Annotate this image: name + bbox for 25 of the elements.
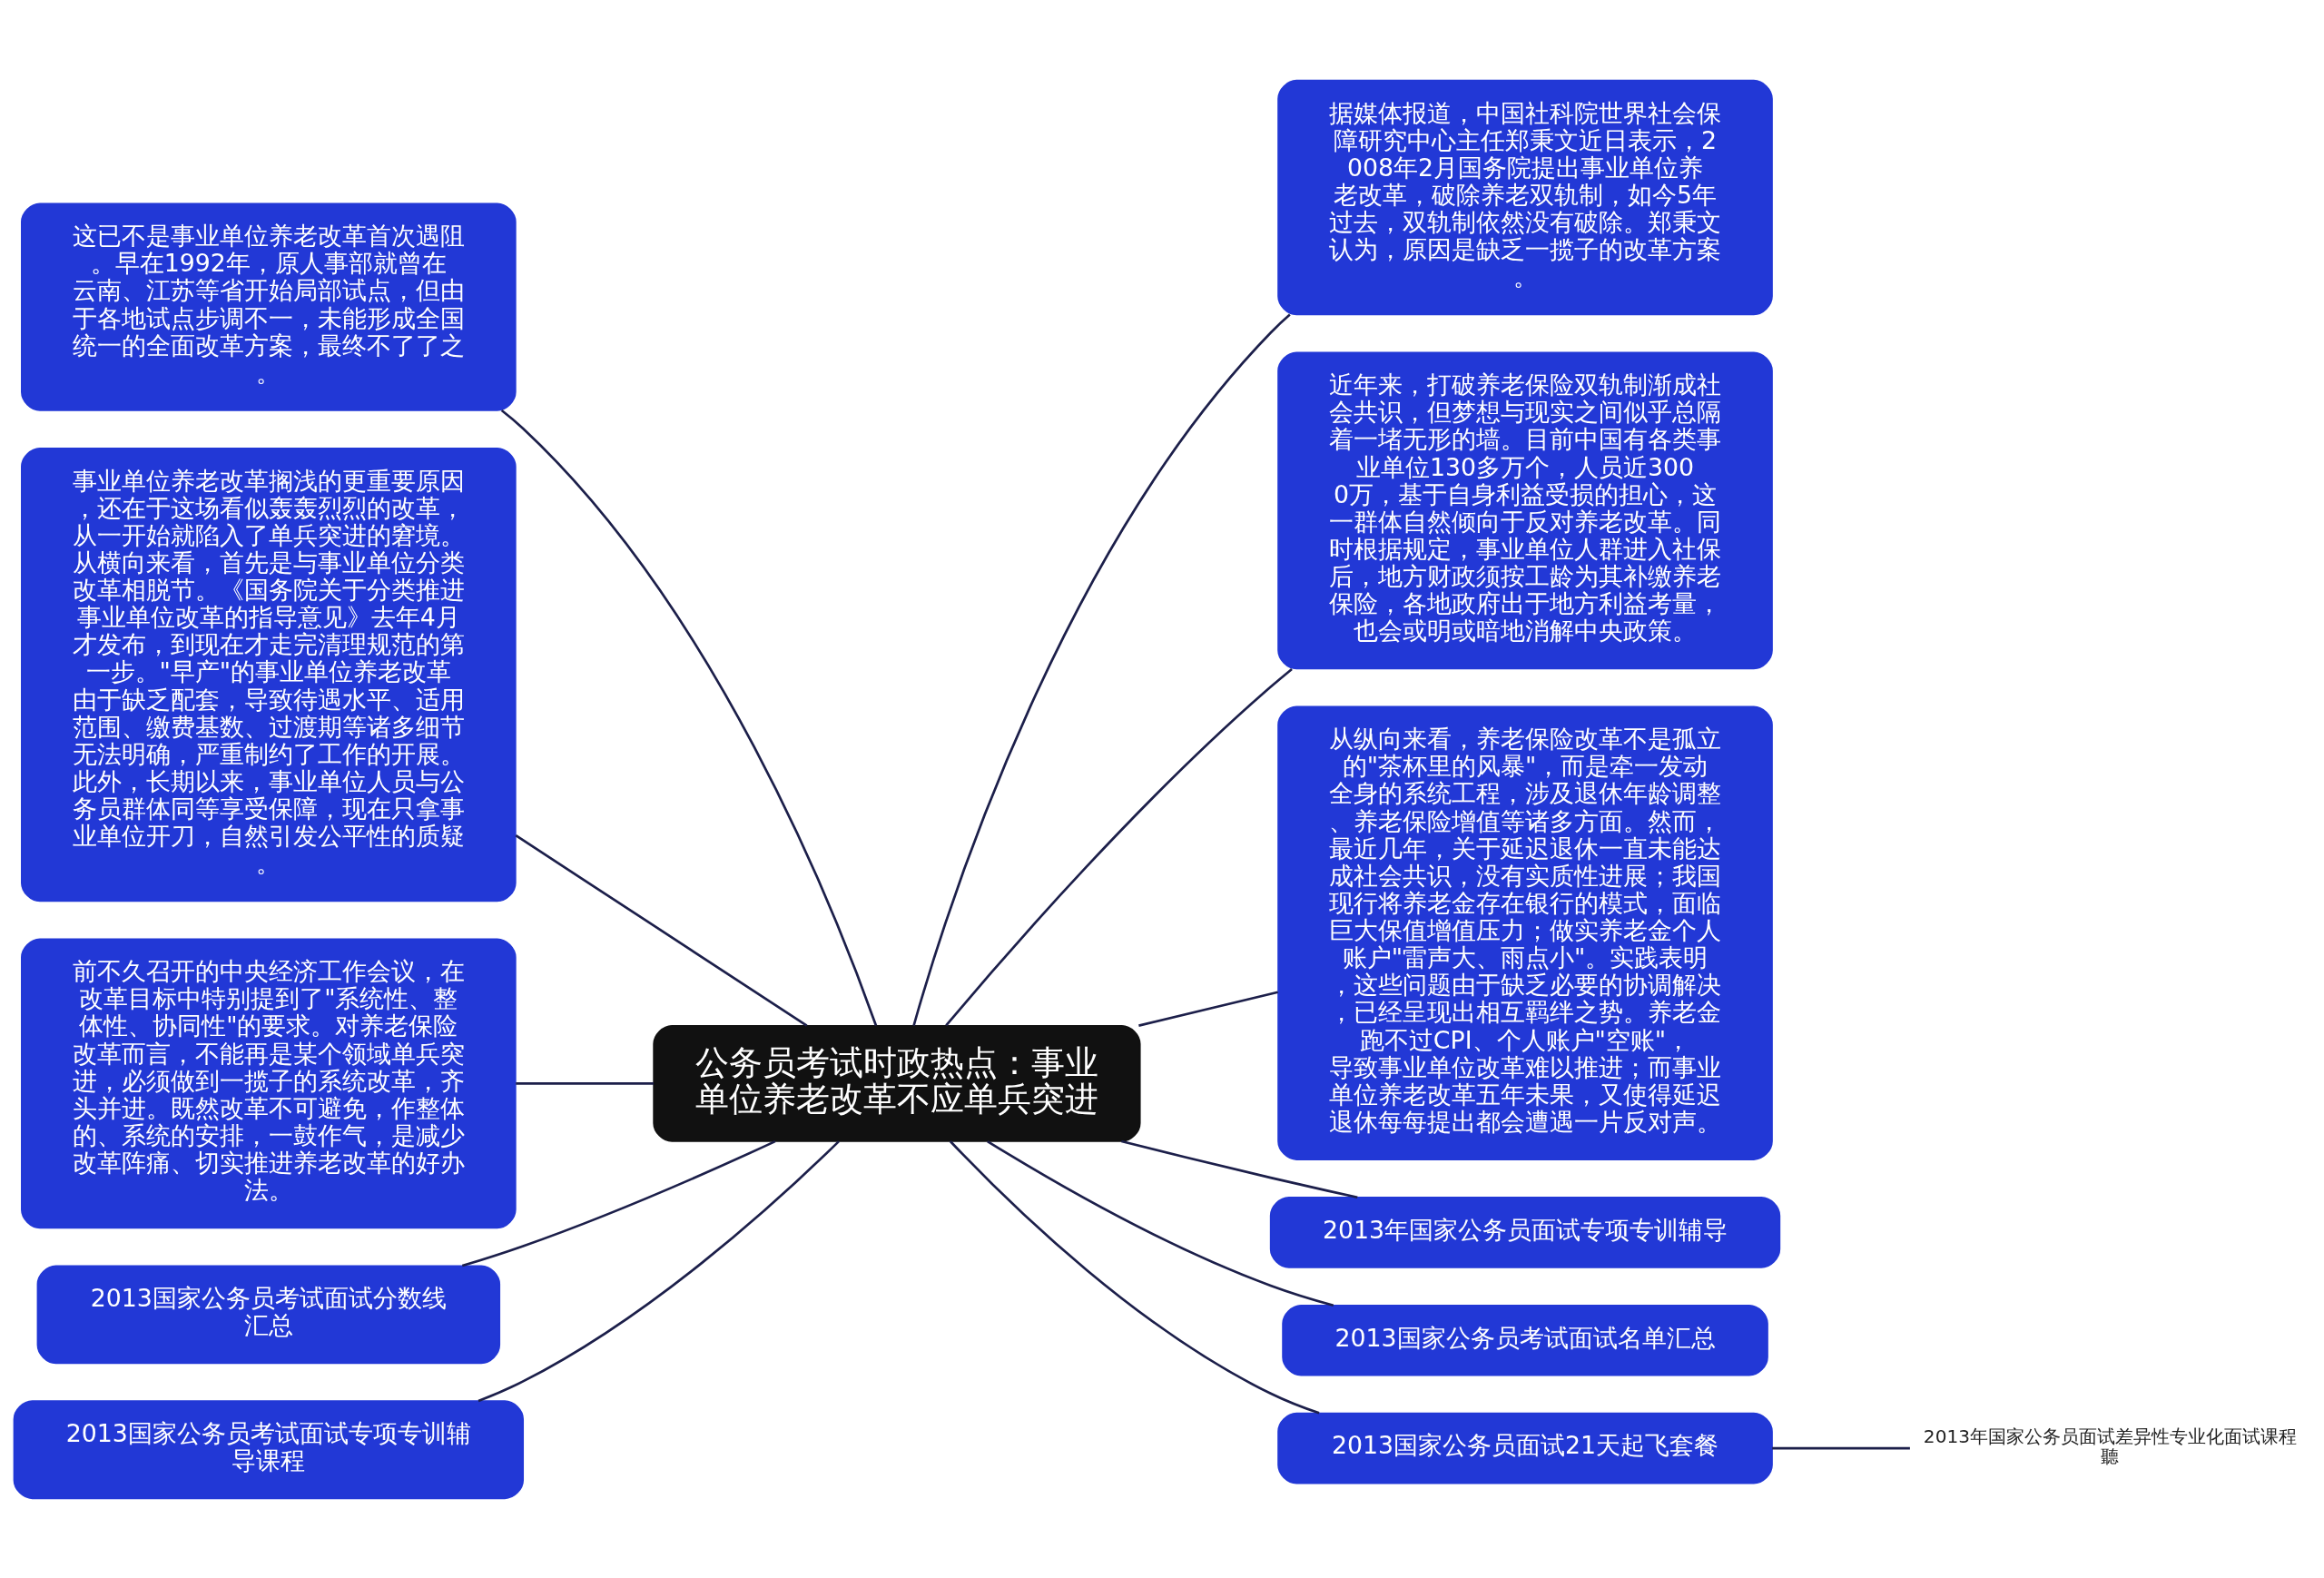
connector	[912, 313, 1291, 1026]
connector	[461, 1139, 776, 1267]
node-box: 近年来，打破养老保险双轨制渐成社会共识，但梦想与现实之间似乎总隔着一堵无形的墙。目前中国有各类事业单位130多万个，人员近3000万，基于自身利益受损的担心，这一群体自然倾向于反对养老改革。同时根据规定，事业单位人群进入社保后，地方财政须按工龄为其补缴养老保险，各地政府出于地方利益考量，也会或明或暗地消解中央政策。	[1277, 350, 1773, 669]
node-box: 2013国家公务员考试面试专项专训辅导课程	[13, 1399, 525, 1499]
connector	[478, 1139, 840, 1402]
node-box: 从纵向来看，养老保险改革不是孤立的"茶杯里的风暴"，而是牵一发动全身的系统工程，涉及退休年龄调整、养老保险增值等诸多方面。然而，最近几年，关于延迟退休一直未能达成社会共识，没有实质性进展；我国现行将养老金存在银行的模式，面临巨大保值增值压力；做实养老金个人账户"雷声大、雨点小"。实践表明，这些问题由于缺乏必要的协调解决，已经呈现出相互羁绊之势。养老金跑不过CPI、个人账户"空账"，导致事业单位改革难以推进；而事业单位养老改革五年未果，又使得延迟退休每每提出都会遭遇一片反对声。	[1277, 705, 1773, 1160]
connector	[987, 1139, 1334, 1307]
node-box: 前不久召开的中央经济工作会议，在改革目标中特别提到了"系统性、整体性、协同性"的要求。对养老保险改革而言，不能再是某个领域单兵突进，必须做到一揽子的系统改革，齐头并进。既然改革不可避免，作整体的、系统的安排，一鼓作气，是减少改革阵痛、切实推进养老改革的好办法。	[21, 938, 517, 1228]
node-box: 这已不是事业单位养老改革首次遇阻。早在1992年，原人事部就曾在云南、江苏等省开始局部试点，但由于各地试点步调不一，未能形成全国统一的全面改革方案，最终不了了之。	[21, 202, 517, 411]
connector	[516, 1081, 654, 1085]
connector	[1138, 990, 1278, 1027]
node-box: 2013年国家公务员面试专项专训辅导	[1269, 1196, 1781, 1268]
node-text: 2013年国家公务员面试差异性专业化面试课程聽	[1923, 1425, 2297, 1467]
node-box: 2013国家公务员考试面试名单汇总	[1282, 1304, 1768, 1376]
connector	[945, 667, 1293, 1026]
connector	[1772, 1446, 1910, 1449]
connector	[500, 409, 878, 1026]
connector	[515, 833, 808, 1027]
node-box: 公务员考试时政热点：事业单位养老改革不应单兵突进	[653, 1024, 1141, 1142]
node-box: 2013国家公务员面试21天起飞套餐	[1277, 1412, 1773, 1484]
node-box: 事业单位养老改革搁浅的更重要原因，还在于这场看似轰轰烈烈的改革，从一开始就陷入了单兵突进的窘境。从横向来看，首先是与事业单位分类改革相脱节。《国务院关于分类推进事业单位改革的指导意见》去年4月才发布，到现在才走完清理规范的第一步。"早产"的事业单位养老改革由于缺乏配套，导致待遇水平、适用范围、缴费基数、过渡期等诸多细节无法明确，严重制约了工作的开展。此外，长期以来，事业单位人员与公务员群体同等享受保障，现在只拿事业单位开刀，自然引发公平性的质疑。	[21, 447, 517, 902]
connector	[949, 1139, 1320, 1415]
connector	[1121, 1139, 1358, 1198]
node-box: 据媒体报道，中国社科院世界社会保障研究中心主任郑秉文近日表示，2008年2月国务院提出事业单位养老改革，破除养老双轨制，如今5年过去，双轨制依然没有破除。郑秉文认为，原因是缺乏一揽子的改革方案。	[1277, 79, 1773, 315]
node-box: 2013国家公务员考试面试分数线汇总	[36, 1264, 501, 1364]
